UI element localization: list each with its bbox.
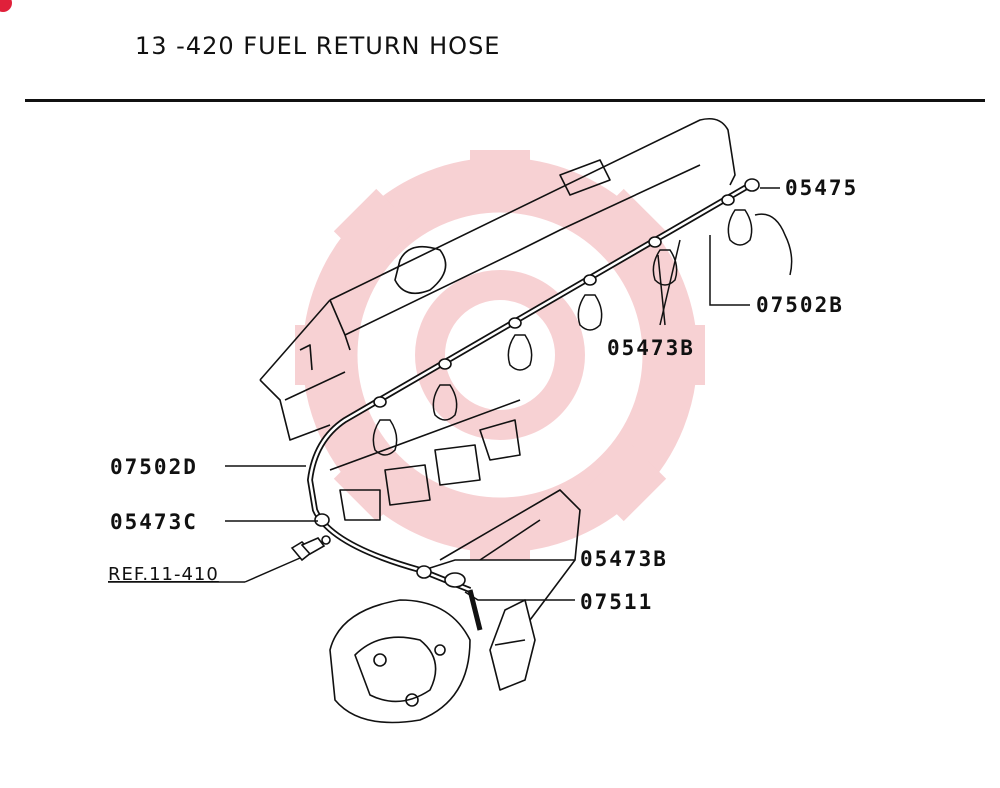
callout-07502b: 07502B	[756, 293, 844, 317]
callout-05475: 05475	[785, 176, 859, 200]
corner-logo-icon	[0, 0, 12, 12]
injectors	[372, 209, 793, 456]
callout-05473b-top: 05473B	[607, 336, 695, 360]
callout-05473b-bottom: 05473B	[580, 547, 668, 571]
banjo-bolt-icon	[290, 535, 331, 562]
return-fitting	[444, 572, 466, 588]
hose-clamps	[314, 178, 760, 579]
reference-link[interactable]: REF.11-410	[108, 564, 219, 585]
page-title: 13 -420 FUEL RETURN HOSE	[135, 32, 501, 60]
callout-07502d: 07502D	[110, 455, 198, 479]
title-divider	[25, 99, 985, 102]
leader-lines	[108, 187, 780, 601]
engine-outline	[259, 117, 736, 724]
callout-07511: 07511	[580, 590, 654, 614]
callout-05473c: 05473C	[110, 510, 198, 534]
